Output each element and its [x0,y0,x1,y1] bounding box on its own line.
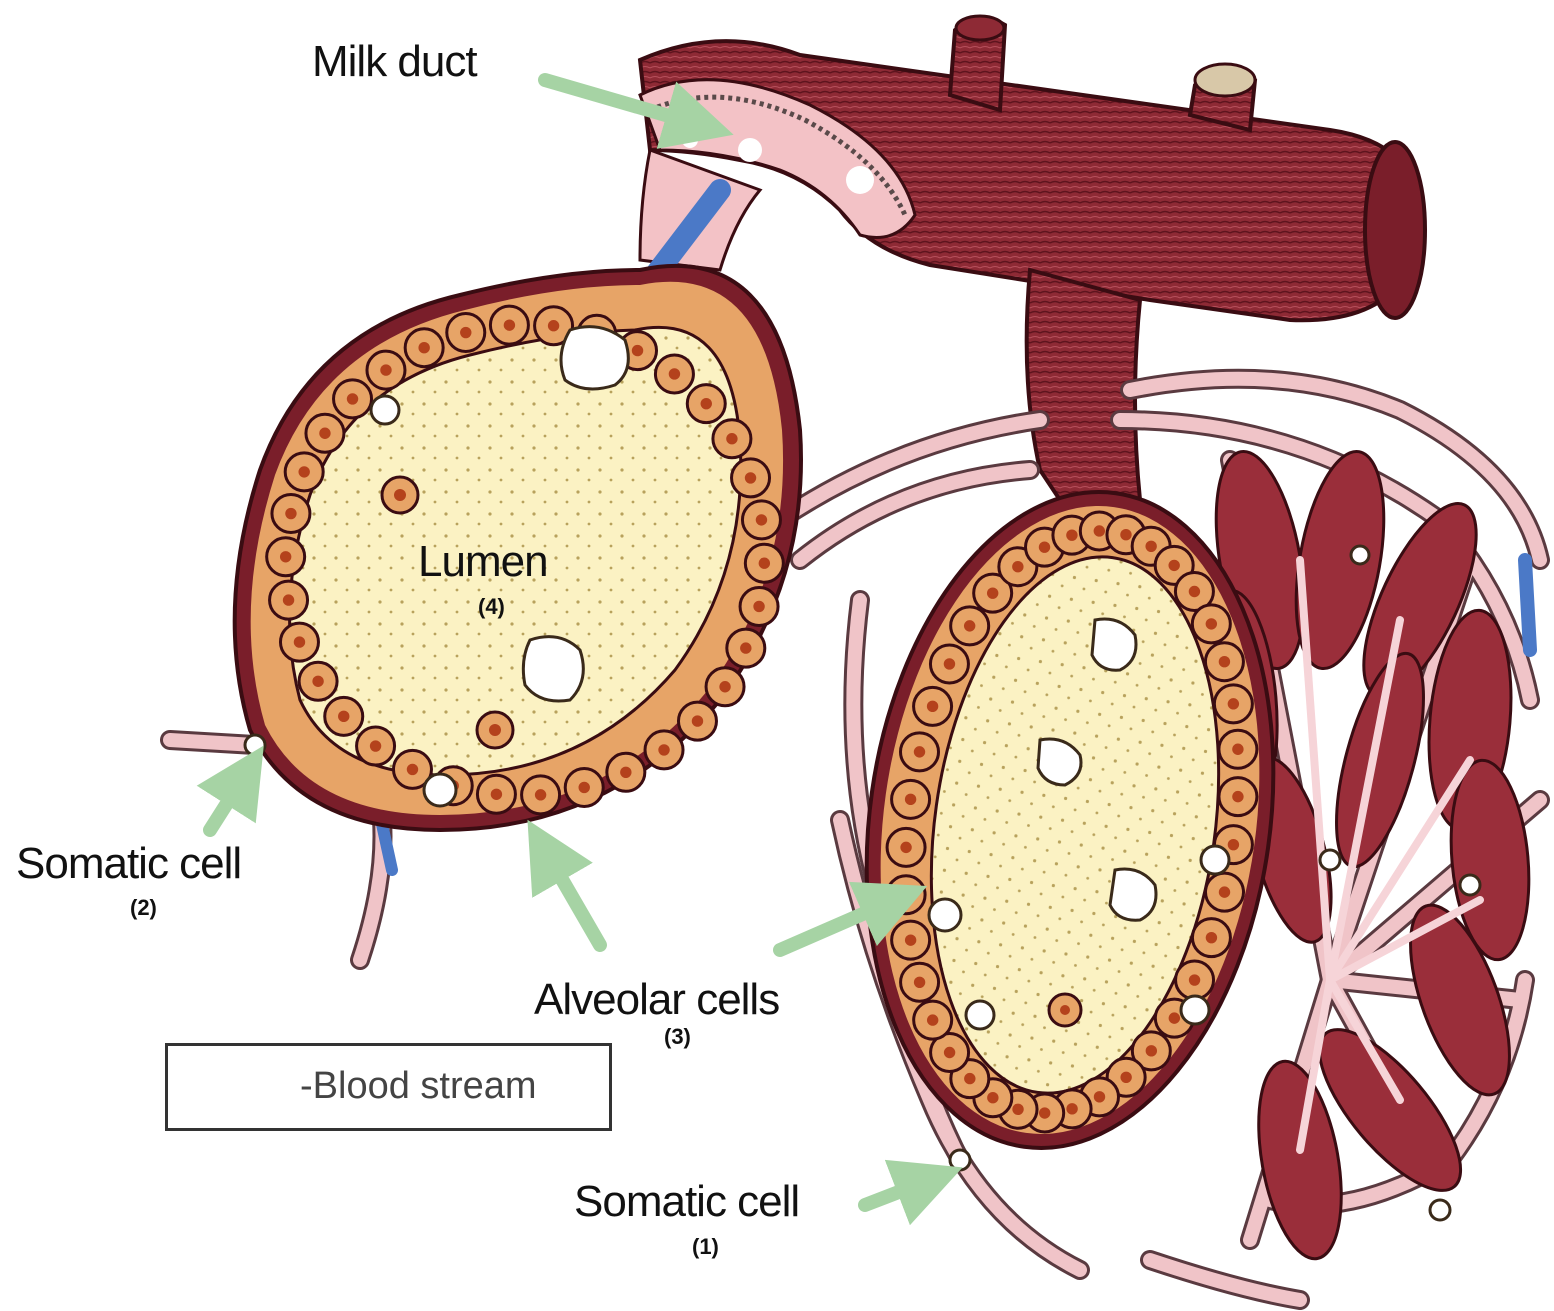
cell-nucleus [927,1014,938,1025]
arrow-somatic-cell-2 [210,775,245,830]
cell-nucleus [1206,932,1217,943]
label-somatic-cell-1-number: (1) [692,1236,719,1258]
cell-nucleus [1012,561,1023,572]
arrow-somatic-cell-1 [865,1180,930,1205]
cell-nucleus [740,642,751,653]
cell-nucleus [759,558,770,569]
cell-nucleus [900,842,911,853]
cell-nucleus [745,472,756,483]
cell-nucleus [1094,525,1105,536]
cell-nucleus [1120,529,1131,540]
cell-nucleus [1120,1072,1131,1083]
cell-nucleus [914,746,925,757]
cell-nucleus [944,658,955,669]
cell-nucleus [1189,974,1200,985]
cell-nucleus [726,433,737,444]
cell-nucleus [1232,791,1243,802]
cell-nucleus [283,594,294,605]
cell-nucleus [1169,1012,1180,1023]
cell-nucleus [964,1073,975,1084]
cell-nucleus [285,508,296,519]
cell-nucleus [491,789,502,800]
cell-nucleus [756,514,767,525]
cell-nucleus [905,934,916,945]
cell-nucleus [658,744,669,755]
cell-nucleus [1039,1107,1050,1118]
cell-nucleus [1039,541,1050,552]
cell-nucleus [370,740,381,751]
cell-nucleus [294,636,305,647]
cell-nucleus [1066,1103,1077,1114]
cell-nucleus [753,601,764,612]
cell-nucleus [914,977,925,988]
cell-nucleus [987,1092,998,1103]
cell-nucleus [579,782,590,793]
cell-nucleus [460,327,471,338]
cell-nucleus [719,681,730,692]
cell-nucleus [669,368,680,379]
label-alveolar-cells: Alveolar cells [534,978,779,1022]
cell-nucleus [1206,618,1217,629]
cell-nucleus [338,711,349,722]
cell-nucleus [535,789,546,800]
cell-nucleus [1066,529,1077,540]
cell-nucleus [1012,1104,1023,1115]
label-lumen-number: (4) [478,596,505,618]
cell-nucleus [1232,744,1243,755]
legend-text: -Blood stream [300,1067,537,1105]
cell-nucleus [407,764,418,775]
cell-nucleus [418,342,429,353]
cell-nucleus [1228,698,1239,709]
cell-nucleus [701,398,712,409]
cell-nucleus [1168,560,1179,571]
cell-nucleus [1189,586,1200,597]
cell-nucleus [1094,1091,1105,1102]
cell-nucleus [964,620,975,631]
cell-nucleus [927,701,938,712]
label-alveolar-cells-number: (3) [664,1026,691,1048]
cell-nucleus [319,428,330,439]
cell-nucleus [380,364,391,375]
cell-nucleus [944,1047,955,1058]
label-somatic-cell-2-number: (2) [130,897,157,919]
cell-nucleus [1145,541,1156,552]
cell-nucleus [298,466,309,477]
arrow-alveolar-cells-left [545,850,600,945]
label-milk-duct: Milk duct [312,40,477,84]
label-lumen: Lumen [418,540,548,584]
cell-nucleus [312,676,323,687]
cell-nucleus [1219,656,1230,667]
label-somatic-cell-1: Somatic cell [574,1180,799,1224]
cell-nucleus [1146,1045,1157,1056]
cell-nucleus [347,393,358,404]
cell-nucleus [1228,839,1239,850]
label-somatic-cell-2: Somatic cell [16,842,241,886]
cell-nucleus [504,319,515,330]
cell-nucleus [620,767,631,778]
cell-nucleus [900,889,911,900]
cell-nucleus [987,587,998,598]
cell-nucleus [692,715,703,726]
cell-nucleus [905,794,916,805]
cell-nucleus [1219,886,1230,897]
cell-nucleus [548,320,559,331]
cell-nucleus [280,551,291,562]
cell-nucleus [632,345,643,356]
